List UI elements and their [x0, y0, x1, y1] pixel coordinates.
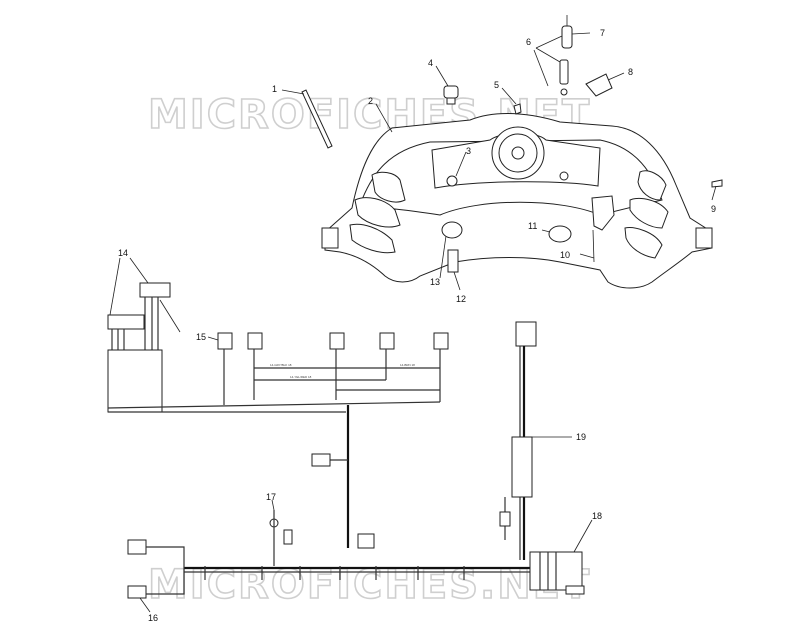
callout-14: 14 — [118, 248, 128, 258]
callout-6: 6 — [526, 37, 531, 47]
callout-3: 3 — [466, 146, 471, 156]
screw-part — [513, 103, 522, 115]
callout-4: 4 — [428, 58, 433, 68]
callout-1: 1 — [272, 84, 277, 94]
callout-13: 13 — [430, 277, 440, 287]
callout-15: 15 — [196, 332, 206, 342]
wire-tie — [301, 89, 333, 149]
leader-lines — [109, 32, 717, 613]
callout-17: 17 — [266, 492, 276, 502]
callout-7: 7 — [600, 28, 605, 38]
bracket-part — [585, 73, 613, 97]
callout-16: 16 — [148, 613, 158, 623]
grommet-part — [548, 225, 572, 243]
knob-part — [443, 85, 459, 105]
svg-text:14-BRN 18: 14-BRN 18 — [400, 363, 415, 367]
wiring-harness: 14-GRY/BLK 18 14-BRN 18 14-YEL/RED 18 — [107, 282, 585, 599]
switch-part — [591, 195, 615, 231]
callout-12: 12 — [456, 294, 466, 304]
callout-18: 18 — [592, 511, 602, 521]
svg-text:14-YEL/RED 18: 14-YEL/RED 18 — [290, 375, 312, 379]
callout-8: 8 — [628, 67, 633, 77]
callout-11: 11 — [528, 221, 537, 231]
screw-right-part — [711, 179, 723, 188]
svg-text:14-GRY/BLK 18: 14-GRY/BLK 18 — [270, 363, 292, 367]
bulb-socket-part — [559, 15, 573, 96]
callout-2: 2 — [368, 96, 373, 106]
callout-10: 10 — [560, 250, 570, 260]
callout-9: 9 — [711, 204, 716, 214]
hood-pod-assembly — [321, 113, 713, 289]
sleeve-part — [447, 249, 459, 273]
watermark-bottom: MICROFICHES.NET — [148, 562, 591, 608]
connector-row: 14-GRY/BLK 18 14-BRN 18 14-YEL/RED 18 — [217, 332, 449, 405]
pin-part — [592, 229, 595, 263]
callout-5: 5 — [494, 80, 499, 90]
callout-19: 19 — [576, 432, 586, 442]
grommet-left-part — [441, 221, 463, 239]
